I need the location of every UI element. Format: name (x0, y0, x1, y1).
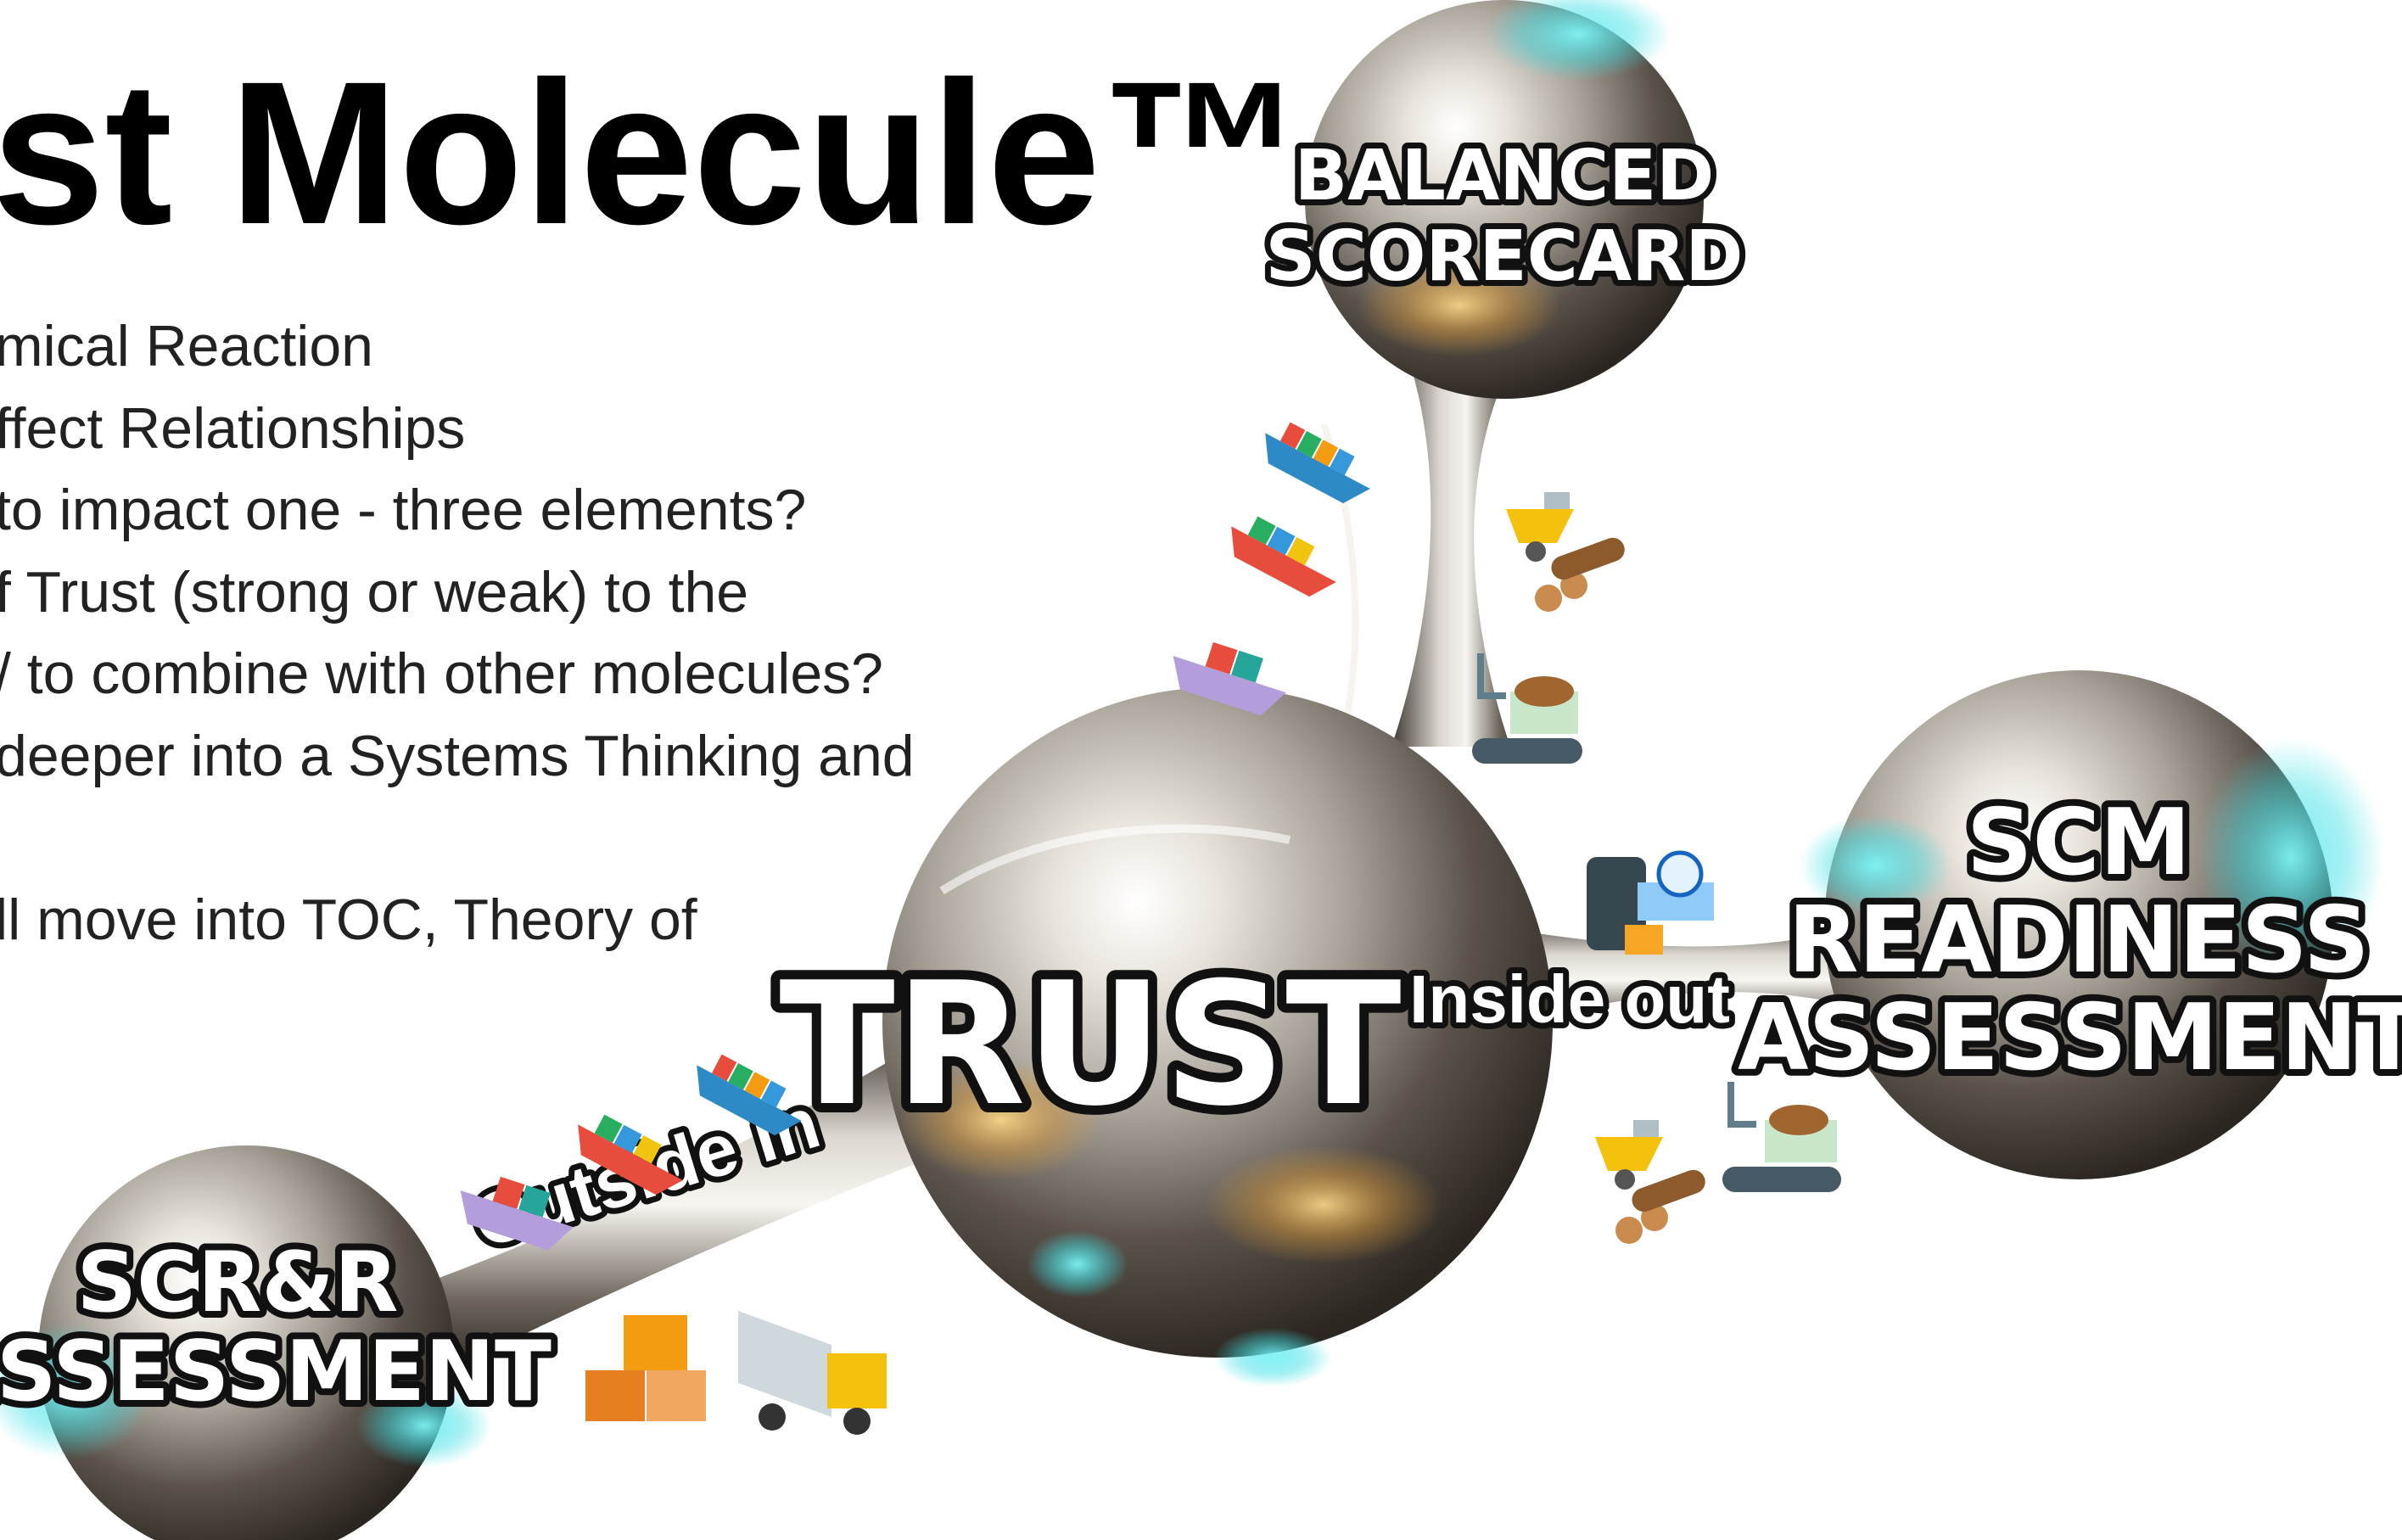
conveyor-robot-icon (1722, 1082, 1841, 1192)
node-left-label-line2: ASSESSMENT (0, 1324, 552, 1420)
flow-label-inside-out: Inside out (1409, 961, 1730, 1037)
cargo-ship-icon (1219, 507, 1346, 604)
cargo-ship-icon (1253, 414, 1380, 511)
delivery-truck-icon (738, 1311, 887, 1435)
node-right-label-line3: ASSESSMENT (1738, 985, 2402, 1091)
logs-icon (1535, 535, 1628, 612)
wheelbarrow-icon (1595, 1120, 1663, 1190)
wheelbarrow-icon (1506, 492, 1574, 562)
boxes-icon (585, 1315, 706, 1421)
node-center-label: TRUST (779, 946, 1401, 1144)
node-left-label-line1: SCR&R (77, 1235, 399, 1331)
node-right-label-line1: SCM (1967, 790, 2192, 896)
node-right-label-line2: READINESS (1788, 888, 2369, 994)
node-top-label-line2: SCORECARD (1266, 216, 1744, 297)
packaging-machine-icon (1587, 853, 1714, 955)
node-top-label-line1: BALANCED (1295, 136, 1715, 216)
